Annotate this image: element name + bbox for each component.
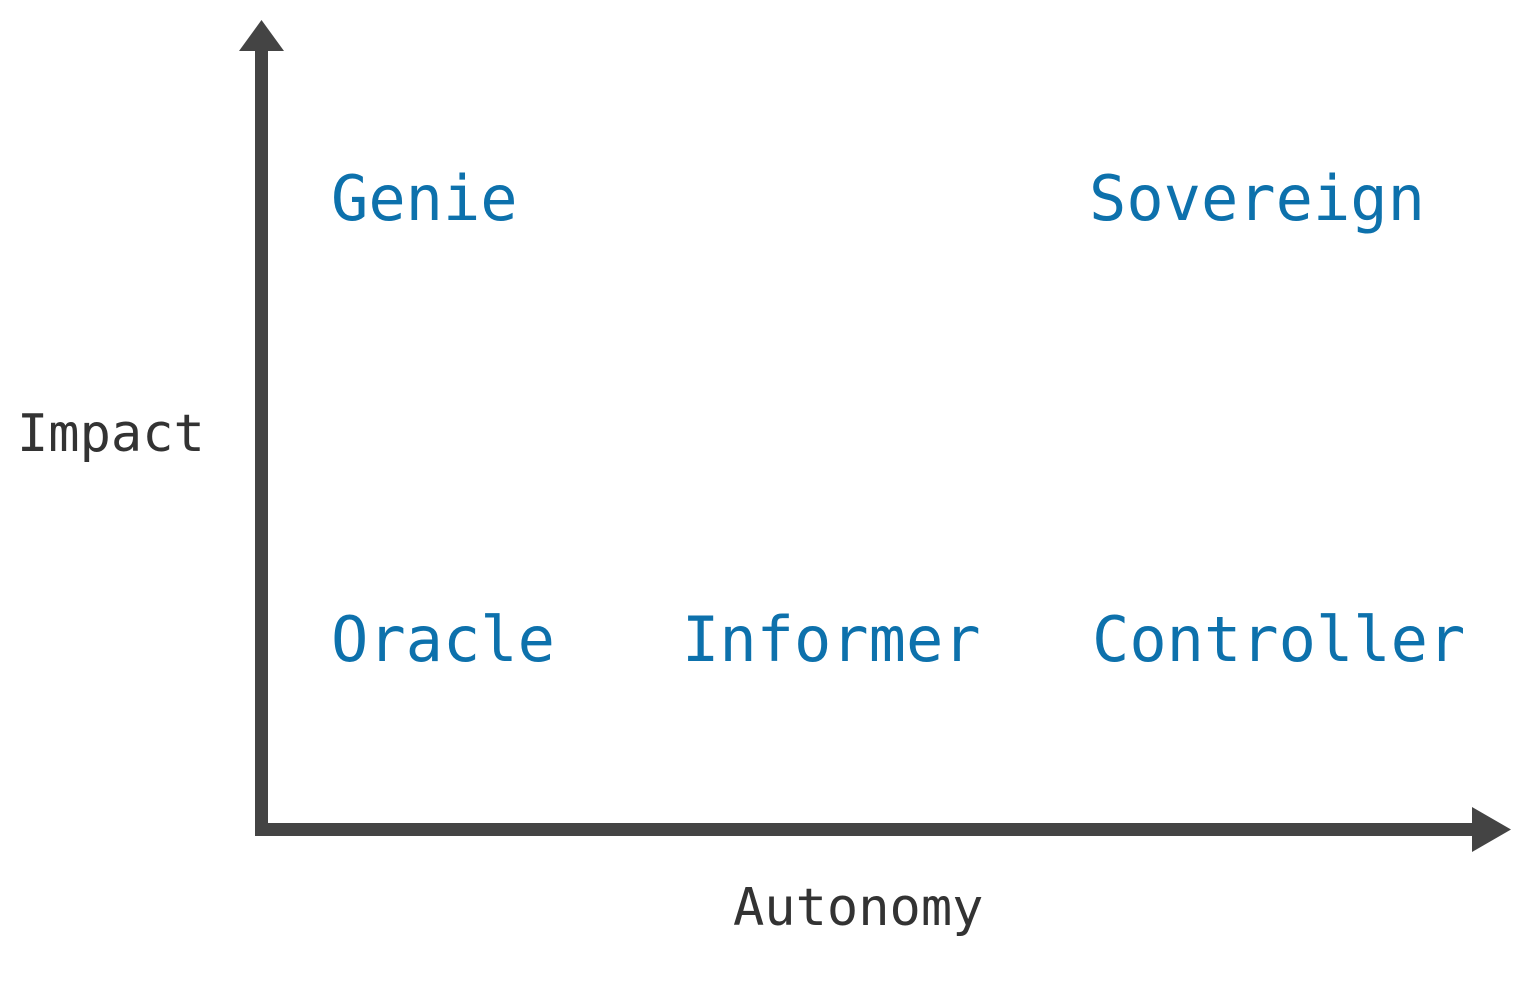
data-label-genie: Genie [331, 162, 518, 235]
data-label-oracle: Oracle [331, 603, 555, 676]
data-label-sovereign: Sovereign [1089, 162, 1425, 235]
y-axis-title: Impact [17, 404, 205, 464]
y-axis-arrowhead-icon [239, 20, 284, 51]
data-label-informer: Informer [682, 603, 981, 676]
x-axis-title: Autonomy [733, 878, 984, 938]
x-axis-line [255, 823, 1474, 836]
y-axis-line [255, 50, 268, 836]
x-axis-arrowhead-icon [1472, 807, 1511, 852]
data-label-controller: Controller [1092, 603, 1466, 676]
